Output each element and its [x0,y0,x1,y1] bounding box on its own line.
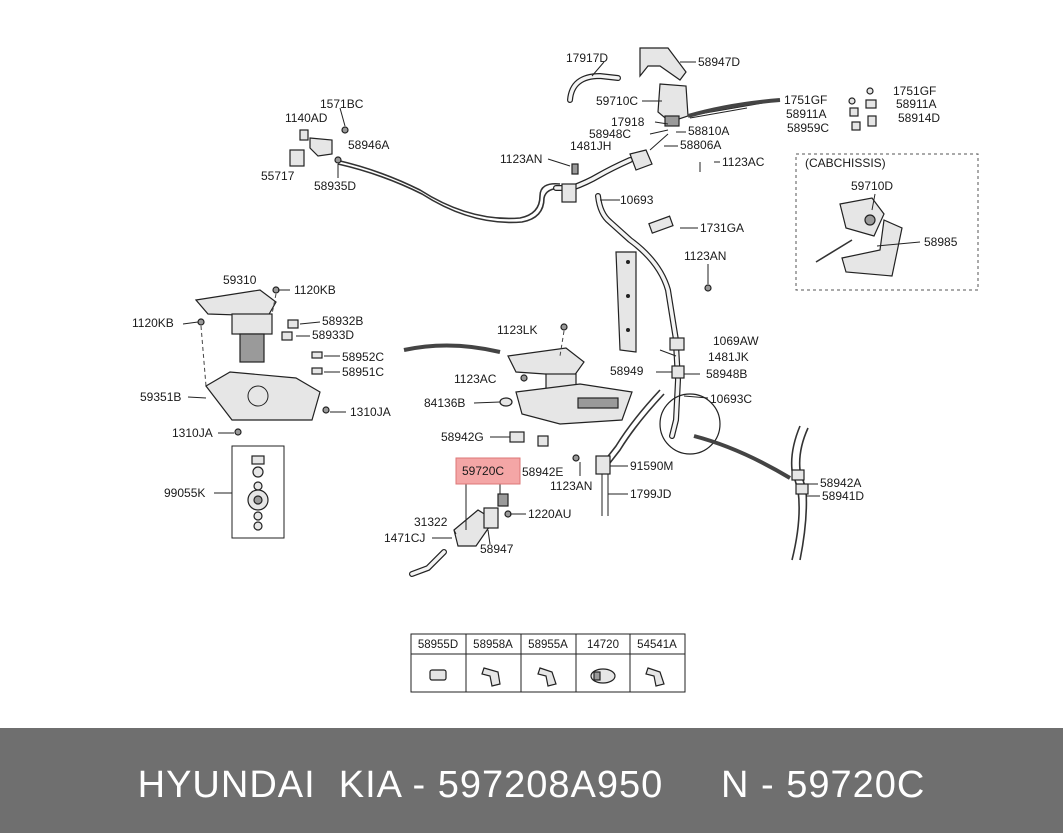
label-59351B: 59351B [140,390,181,404]
label-58942A: 58942A [820,476,861,490]
label-1120KB-b: 1120KB [132,316,174,330]
reservoir-assembly [567,47,696,127]
clutch-hose-right [601,337,792,480]
label-1123AN-b: 1123AN [684,249,726,263]
fitting-icon-58955A [537,667,557,687]
part-labels: 17917D 58947D 59710C 17918 58948C 58810A… [132,51,958,556]
table-header-3: 14720 [587,639,619,651]
label-10693: 10693 [620,193,654,207]
fitting-icon-54541A [645,667,665,687]
fitting-icon-58958A [481,667,501,687]
label-58935D: 58935D [314,179,356,193]
pedal-assembly-left [194,286,330,436]
fittings-group-right [848,87,877,131]
label-cabchissis: (CABCHISSIS) [805,156,886,170]
bracket-center-top [547,158,579,203]
label-1123AN-c: 1123AN [550,479,592,493]
hose-holder [572,454,611,516]
label-58959C: 58959C [787,121,829,135]
label-1751GF-a: 1751GF [784,93,827,107]
cab-chassis-inset [795,153,979,291]
label-58911A-a: 58911A [786,107,826,121]
label-1120KB-a: 1120KB [294,283,336,297]
fitting-icon-58955D [429,669,447,681]
label-58949: 58949 [610,364,644,378]
label-1471CJ: 1471CJ [384,531,425,545]
label-1571BC: 1571BC [320,97,364,111]
table-header-4: 54541A [637,639,677,651]
label-1481JK: 1481JK [708,350,749,364]
pipe-right [790,425,809,561]
label-55717: 55717 [261,169,295,183]
label-31322: 31322 [414,515,448,529]
label-17917D: 17917D [566,51,608,65]
clutch-tube-line [335,98,781,343]
label-58914D: 58914D [898,111,940,125]
label-1481JH: 1481JH [570,139,611,153]
table-header-0: 58955D [418,639,458,651]
label-99055K: 99055K [164,486,205,500]
label-1123LK: 1123LK [497,323,537,337]
parts-diagram: 58955D 58958A 58955A 14720 54541A 17917D… [132,47,979,693]
label-1069AW: 1069AW [713,334,759,348]
label-58951C: 58951C [342,365,384,379]
label-58911A-b: 58911A [896,97,936,111]
label-58932B: 58932B [322,314,363,328]
label-58942G: 58942G [441,430,484,444]
label-1310JA-b: 1310JA [172,426,213,440]
label-58947: 58947 [480,542,514,556]
highlight-box [455,457,521,485]
label-58942E: 58942E [522,465,563,479]
master-cylinder-59720C [409,483,512,577]
bracket-top-left [289,107,349,178]
label-1310JA-a: 1310JA [350,405,391,419]
label-1140AD: 1140AD [285,111,328,125]
label-91590M: 91590M [630,459,673,473]
label-59720C: 59720C [462,464,504,478]
label-58948B: 58948B [706,367,747,381]
label-59310: 59310 [223,273,257,287]
mounting-plate [615,162,712,353]
label-58933D: 58933D [312,328,354,342]
label-17918: 17918 [611,115,645,129]
table-header-1: 58958A [473,639,513,651]
label-59710C: 59710C [596,94,638,108]
label-58806A: 58806A [680,138,721,152]
label-10693C: 10693C [710,392,752,406]
label-59710D: 59710D [851,179,893,193]
footer-part-number: HYUNDAI KIA - 597208A950 N - 59720C [137,764,926,806]
label-58810A: 58810A [688,124,729,138]
label-58985: 58985 [924,235,958,249]
footer-bar: HYUNDAI KIA - 597208A950 N - 59720C [0,728,1063,833]
label-1123AC-b: 1123AC [454,372,497,386]
leader-lines [182,107,921,539]
label-58948C: 58948C [589,127,631,141]
fittings-table: 58955D 58958A 58955A 14720 54541A [410,633,686,693]
label-1731GA: 1731GA [700,221,744,235]
label-58941D: 58941D [822,489,864,503]
label-84136B: 84136B [424,396,465,410]
label-1123AN-a: 1123AN [500,152,542,166]
label-1220AU: 1220AU [528,507,571,521]
label-1751GF-b: 1751GF [893,84,936,98]
label-1799JD: 1799JD [630,487,672,501]
label-58946A: 58946A [348,138,389,152]
label-58952C: 58952C [342,350,384,364]
fitting-icon-14720 [590,668,616,684]
seal-kit-box [214,445,285,539]
table-header-2: 58955A [528,639,568,651]
label-58947D: 58947D [698,55,740,69]
label-1123AC-a: 1123AC [722,155,765,169]
pedal-assembly-center [403,323,633,447]
